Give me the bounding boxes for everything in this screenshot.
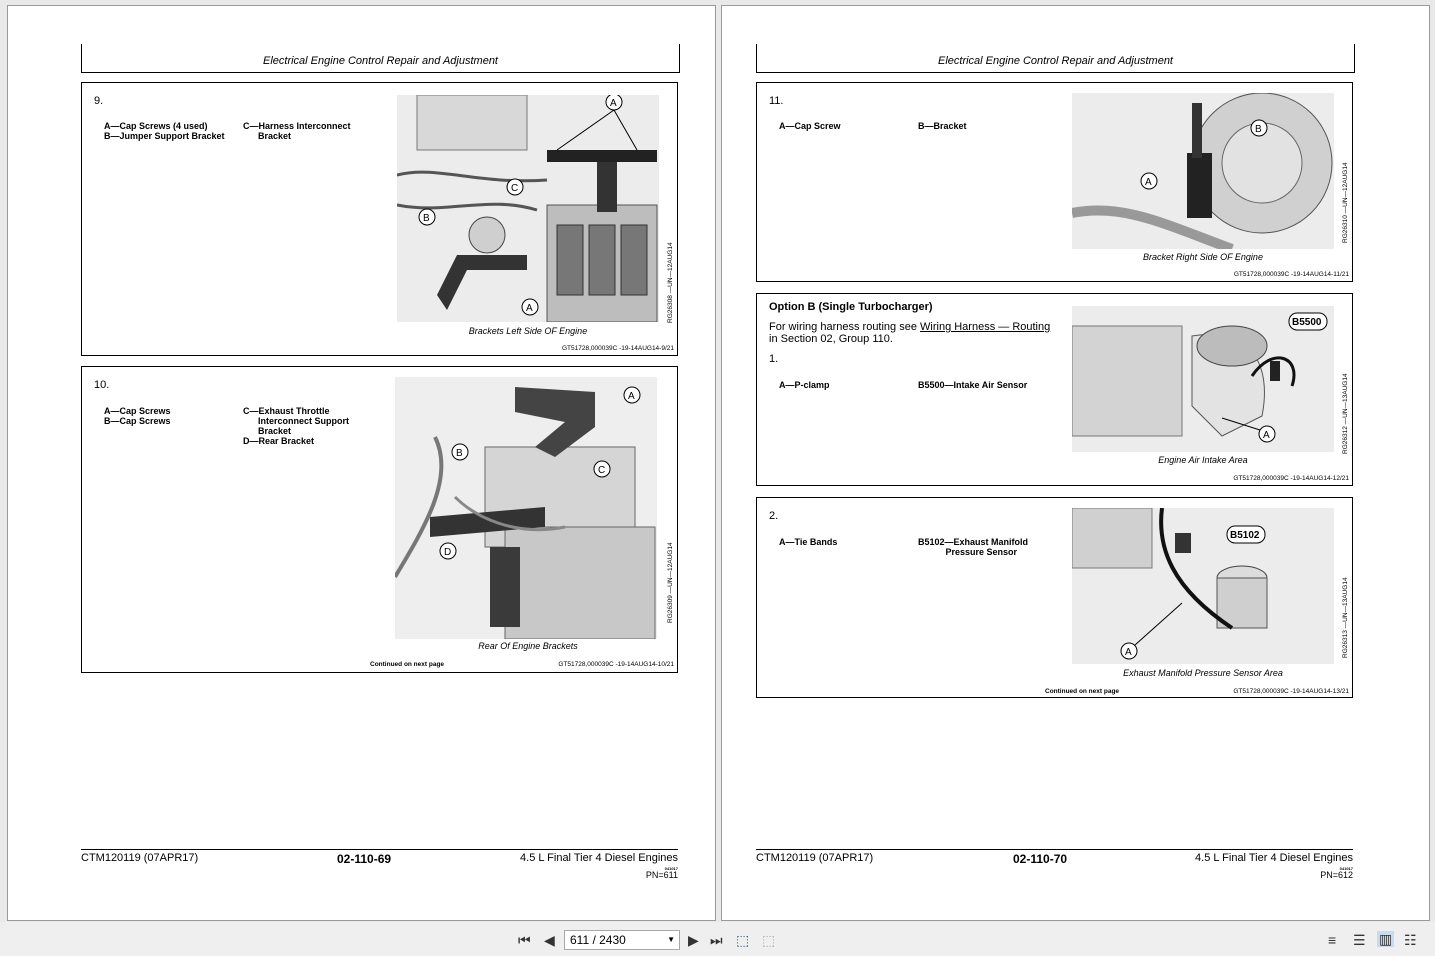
footer-page-number: 02-110-69 <box>337 852 392 866</box>
last-page-icon[interactable]: ⏭ <box>710 932 723 948</box>
next-view-icon[interactable]: ⬚ <box>762 932 776 948</box>
chevron-down-icon[interactable]: ▼ <box>667 935 675 944</box>
continuous-icon[interactable]: ☰ <box>1353 932 1366 948</box>
svg-text:A: A <box>610 98 617 109</box>
footer-right: 4.5 L Final Tier 4 Diesel Engines <box>520 852 678 864</box>
legend-col2: C—Harness Interconnect Bracket <box>243 121 351 141</box>
continued-note: Continued on next page <box>370 661 445 668</box>
footer-rule <box>756 849 1353 850</box>
step-number: 1. <box>769 353 779 365</box>
wiring-harness-link[interactable]: Wiring Harness — Routing <box>920 321 1051 333</box>
step-number: 9. <box>94 95 104 107</box>
figure-caption: Brackets Left Side OF Engine <box>468 326 588 336</box>
svg-text:C: C <box>511 183 518 194</box>
continuous-facing-icon[interactable]: ☷ <box>1404 932 1417 948</box>
page-header: Electrical Engine Control Repair and Adj… <box>756 44 1355 73</box>
svg-text:B: B <box>423 213 430 224</box>
footer-small: 041017 <box>664 866 678 871</box>
legend-col1: A—Cap Screws (4 used) B—Jumper Support B… <box>104 121 225 141</box>
legend-col2: C—Exhaust Throttle Interconnect Support … <box>243 406 350 446</box>
engine-figure: A B C D <box>395 377 657 639</box>
figure-id: RG26310 —UN—12AUG14 <box>1342 162 1349 243</box>
engine-figure: A C B A <box>397 95 659 322</box>
option-b-box: Option B (Single Turbocharger) For wirin… <box>756 293 1353 486</box>
legend-col2: B5102—Exhaust Manifold Pressure Sensor <box>918 537 1029 557</box>
legend-col1: A—Tie Bands <box>779 537 838 547</box>
step-2-box: 2. A—Tie Bands B5102—Exhaust Manifold Pr… <box>756 497 1353 698</box>
svg-text:A: A <box>1263 430 1270 441</box>
svg-text:B5102: B5102 <box>1230 530 1260 541</box>
engine-figure: B A <box>1072 93 1334 249</box>
figure-id: RG26308 —UN—12AUG14 <box>667 242 674 323</box>
svg-text:C: C <box>598 465 605 476</box>
continued-note: Continued on next page <box>1045 688 1120 695</box>
svg-text:A: A <box>526 303 533 314</box>
footer-left: CTM120119 (07APR17) <box>756 852 874 864</box>
step-9-box: 9. A—Cap Screws (4 used) B—Jumper Suppor… <box>81 82 678 356</box>
footer-page-number: 02-110-70 <box>1013 852 1068 866</box>
reference-code: GT51728,000039C -19-14AUG14-11/21 <box>1233 271 1349 278</box>
single-page-icon[interactable]: ≡ <box>1328 932 1337 948</box>
svg-text:B5500: B5500 <box>1292 317 1322 328</box>
step-number: 11. <box>769 95 784 107</box>
figure-id: RG26313 —UN—13AUG14 <box>1342 577 1349 658</box>
footer-pn: PN=612 <box>1320 870 1353 880</box>
engine-figure: B5102 A <box>1072 508 1334 664</box>
intro-text: For wiring harness routing see Wiring Ha… <box>769 321 1059 345</box>
header-title: Electrical Engine Control Repair and Adj… <box>938 55 1173 67</box>
svg-text:A: A <box>628 391 635 402</box>
section-title: Option B (Single Turbocharger) <box>769 301 933 313</box>
svg-text:D: D <box>444 547 451 558</box>
footer-pn: PN=611 <box>645 870 678 880</box>
svg-text:B: B <box>456 448 463 459</box>
reference-code: GT51728,000039C -19-14AUG14-12/21 <box>1233 475 1349 482</box>
previous-view-icon[interactable]: ⬚ <box>736 932 750 948</box>
header-title: Electrical Engine Control Repair and Adj… <box>263 55 498 67</box>
step-number: 2. <box>769 510 779 522</box>
legend-col1: A—Cap Screw <box>779 121 841 131</box>
first-page-icon[interactable]: ⏮ <box>518 932 531 948</box>
footer-small: 041017 <box>1339 866 1353 871</box>
previous-page-icon[interactable]: ◀ <box>544 932 555 948</box>
figure-caption: Exhaust Manifold Pressure Sensor Area <box>1123 668 1283 678</box>
legend-col1: A—Cap Screws B—Cap Screws <box>104 406 171 426</box>
navigation-toolbar: ⏮ ◀ ▶ ⏭ ⬚ ⬚ ≡ ☰ ▥ ☷ <box>0 922 1435 956</box>
svg-text:B: B <box>1255 124 1262 135</box>
intro-before: For wiring harness routing see <box>769 321 921 333</box>
next-page-icon[interactable]: ▶ <box>688 932 699 948</box>
figure-caption: Bracket Right Side OF Engine <box>1143 252 1263 262</box>
legend-col1: A—P-clamp <box>779 380 830 390</box>
figure-id: RG26312 —UN—13AUG14 <box>1342 373 1349 454</box>
reference-code: GT51728,000039C -19-14AUG14-9/21 <box>561 345 674 352</box>
reference-code: GT51728,000039C -19-14AUG14-13/21 <box>1233 688 1349 695</box>
footer-right: 4.5 L Final Tier 4 Diesel Engines <box>1195 852 1353 864</box>
left-page: Electrical Engine Control Repair and Adj… <box>8 6 715 920</box>
figure-id: RG26309 —UN—12AUG14 <box>667 542 674 623</box>
footer-left: CTM120119 (07APR17) <box>81 852 199 864</box>
figure-caption: Rear Of Engine Brackets <box>478 641 578 651</box>
engine-figure: B5500 A <box>1072 306 1334 452</box>
footer-rule <box>81 849 678 850</box>
page-number-value: 611 / 2430 <box>570 933 626 947</box>
page-header: Electrical Engine Control Repair and Adj… <box>81 44 680 73</box>
page-number-field[interactable]: 611 / 2430 ▼ <box>564 930 680 950</box>
legend-col2: B—Bracket <box>918 121 967 131</box>
legend-col2: B5500—Intake Air Sensor <box>918 380 1028 390</box>
right-page: Electrical Engine Control Repair and Adj… <box>722 6 1429 920</box>
step-11-box: 11. A—Cap Screw B—Bracket B A RG26310 —U… <box>756 82 1353 282</box>
figure-caption: Engine Air Intake Area <box>1158 455 1248 465</box>
svg-text:A: A <box>1145 177 1152 188</box>
intro-after: in Section 02, Group 110. <box>769 333 893 345</box>
reference-code: GT51728,000039C -19-14AUG14-10/21 <box>558 661 674 668</box>
svg-text:A: A <box>1125 647 1132 658</box>
step-10-box: 10. A—Cap Screws B—Cap Screws C—Exhaust … <box>81 366 678 673</box>
facing-icon[interactable]: ▥ <box>1377 931 1395 947</box>
step-number: 10. <box>94 379 110 391</box>
